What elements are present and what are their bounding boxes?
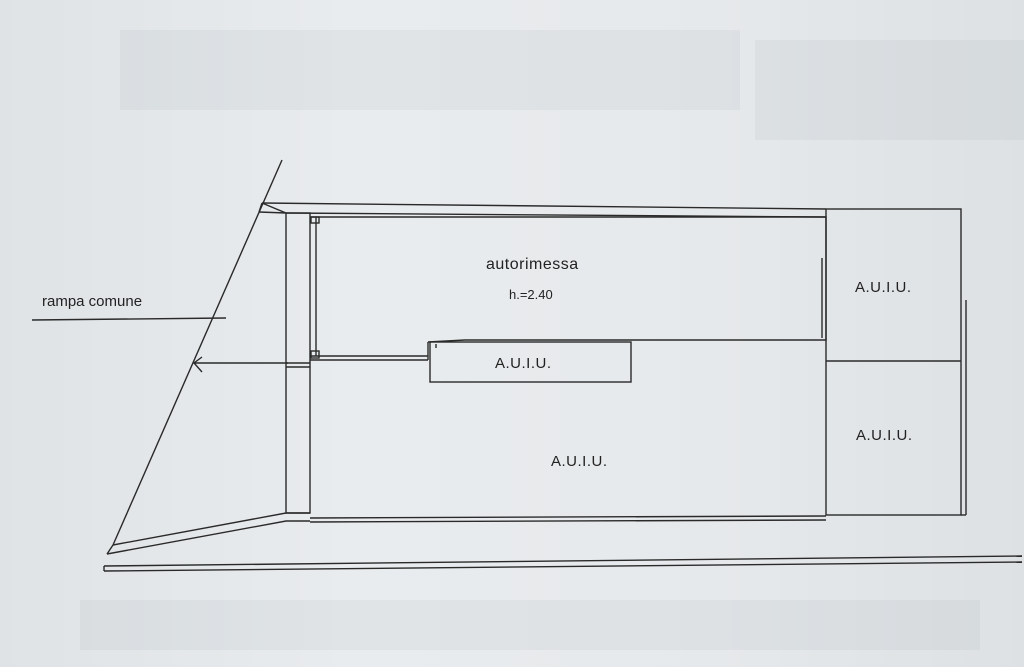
background-shadow-band-bottom: [80, 600, 980, 650]
left-top-corner: [258, 202, 263, 213]
garage-column-bottom: [310, 350, 320, 359]
ramp-label: rampa comune: [42, 293, 143, 310]
small-unit-label: A.U.I.U.: [495, 355, 552, 372]
garage-height-label: h.=2.40: [509, 287, 553, 302]
background-shadow-band-right: [755, 40, 1024, 140]
ramp-boundary-line: [112, 159, 283, 546]
background-shadow-band-top: [120, 30, 740, 110]
ramp-lower-wall-inner: [106, 520, 310, 555]
right-bottom-unit-label: A.U.I.U.: [856, 427, 913, 444]
bottom-boundary-line-1: [103, 555, 1023, 567]
ramp-lower-wall: [112, 512, 310, 546]
bottom-boundary-line-2: [103, 561, 1023, 572]
garage-column-top: [310, 216, 320, 224]
right-units-block: [825, 208, 962, 516]
garage-room-outline: [310, 216, 827, 341]
main-unit-label: A.U.I.U.: [551, 453, 608, 470]
outer-top-wall-inner: [261, 202, 827, 218]
main-area-bottom-wall: [309, 515, 827, 519]
right-top-unit-label: A.U.I.U.: [855, 279, 912, 296]
outer-top-wall: [261, 202, 827, 210]
small-unit-box: [429, 341, 632, 383]
ramp-label-underline: [31, 317, 227, 321]
garage-label: autorimessa: [486, 256, 579, 273]
ramp-arrow-head: [192, 356, 203, 373]
